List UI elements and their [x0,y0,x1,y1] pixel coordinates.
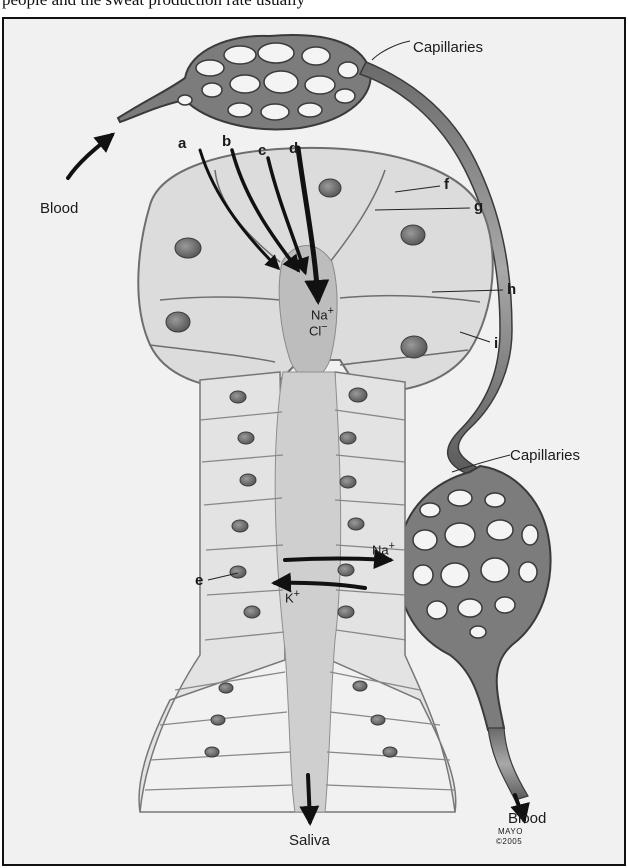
label-e: e [195,572,203,589]
label-blood-left: Blood [40,200,78,217]
label-capillaries-right: Capillaries [510,447,580,464]
label-capillaries-top: Capillaries [413,39,483,56]
label-a: a [178,135,186,152]
label-g: g [474,198,483,215]
label-na-duct: Na+ [372,540,395,557]
capillary-network-right [398,466,551,800]
label-k-duct: K+ [285,588,300,605]
label-c: c [258,142,266,159]
label-blood-right: Blood [508,810,546,827]
credit-line-2: ©2005 [496,837,522,846]
label-saliva: Saliva [289,832,330,849]
label-na-coil: Na+ [311,305,334,322]
label-i: i [494,335,498,352]
credit-line-1: MAYO [498,827,523,836]
label-f: f [444,176,449,193]
label-cl-coil: Cl− [309,321,328,338]
label-b: b [222,133,231,150]
label-d: d [289,140,298,157]
label-h: h [507,281,516,298]
